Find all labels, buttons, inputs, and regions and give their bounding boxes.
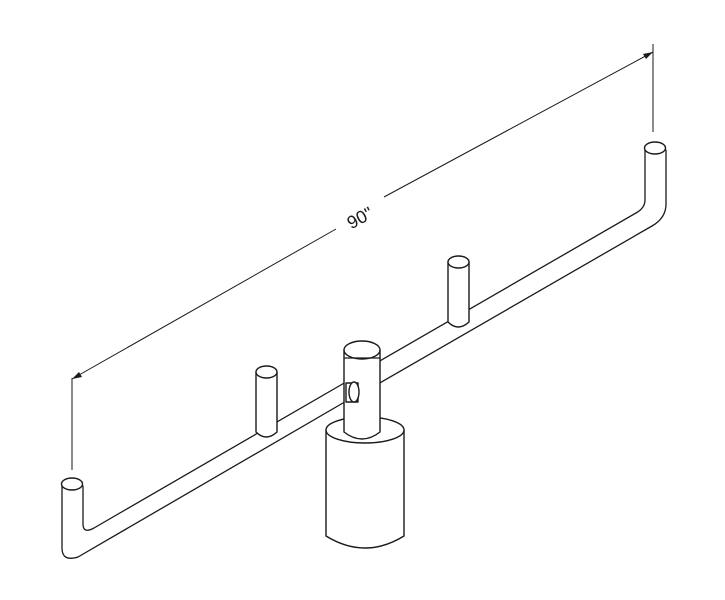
left-end-cap [60,477,84,491]
main-tube [61,149,667,559]
dimension-label: 90" [344,203,377,233]
right-tube-lower [377,149,667,385]
left-post [255,365,278,438]
left-bend-inner [82,381,347,531]
right-post [447,255,470,328]
dimension-line-upper [383,51,654,198]
left-bend-outer [61,395,356,559]
right-end-cap [643,141,667,155]
hub-stem [343,340,381,440]
dimension-arrow-right [643,52,653,59]
dimension-line-lower [71,228,337,380]
hub-tube-connector [345,381,360,403]
dimension-arrow-left [72,372,82,379]
right-tube-upper [377,149,646,363]
